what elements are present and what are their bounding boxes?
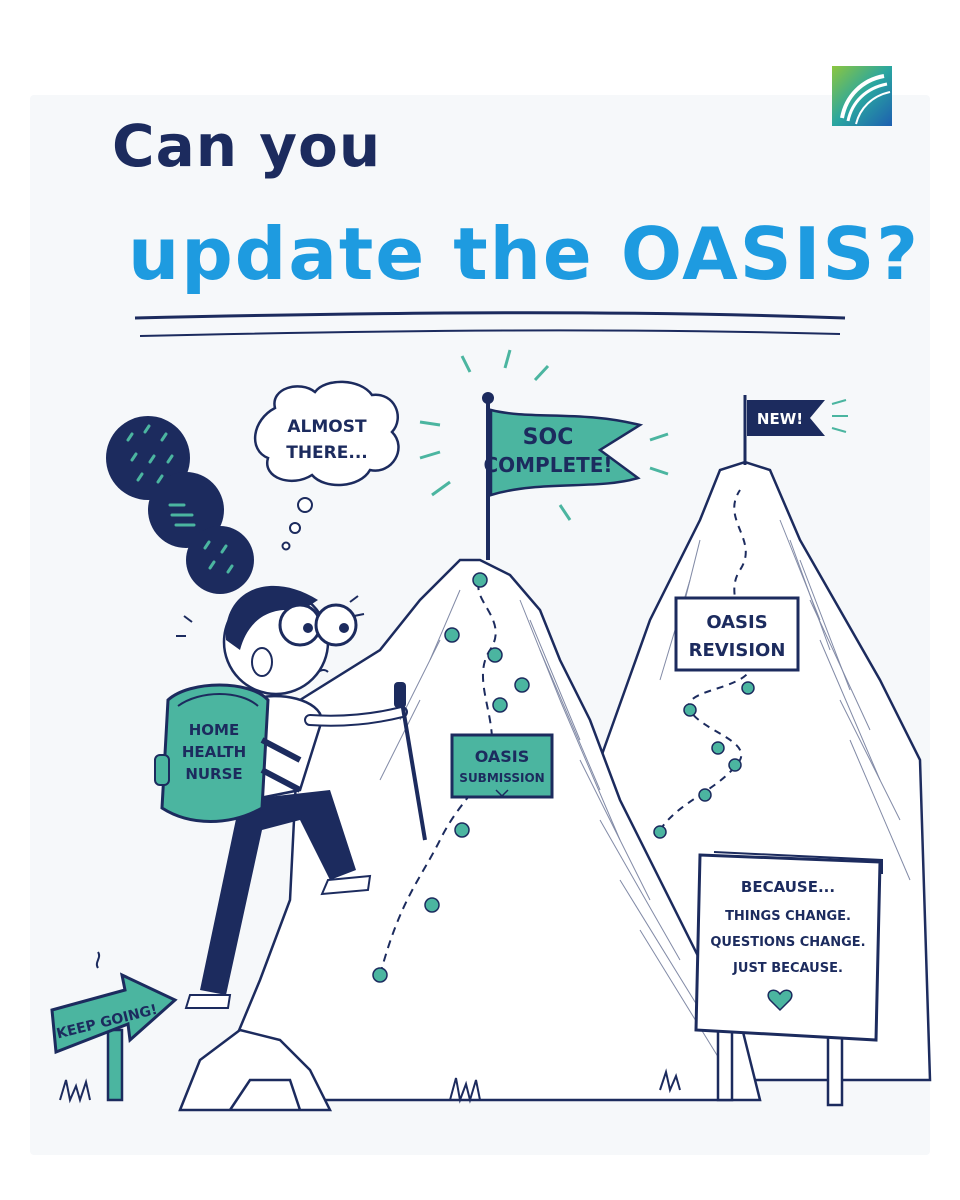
- because-line-4: JUST BECAUSE.: [732, 961, 843, 976]
- oasis-submission-line-1: OASIS: [475, 747, 530, 766]
- title-underline-bottom: [139, 329, 841, 337]
- thought-bubble-line-1: ALMOST: [287, 417, 367, 437]
- soc-mountain-hatching: [379, 589, 721, 1061]
- title-underline-top: [134, 311, 846, 320]
- backpack-line-3: NURSE: [185, 765, 242, 783]
- backpack-line-2: HEALTH: [182, 743, 246, 761]
- brand-logo-icon: [832, 66, 892, 126]
- summit-flag-line-2: COMPLETE!: [483, 453, 612, 477]
- nurse-head: [176, 585, 365, 696]
- summit-sparkle-lines: [419, 349, 669, 521]
- oasis-revision-sign: [674, 596, 800, 672]
- hair-buns: [106, 416, 254, 594]
- thought-bubble: [253, 380, 400, 487]
- thought-bubble-dot-3: [281, 541, 291, 551]
- chevron-down-icon: [495, 789, 509, 798]
- summit-flag-icon: [489, 408, 644, 497]
- title-line-1: Can you: [112, 112, 382, 180]
- oasis-revision-line-1: OASIS: [706, 612, 767, 633]
- thought-bubble-dot-1: [297, 497, 313, 513]
- because-line-2: THINGS CHANGE.: [725, 909, 851, 924]
- revision-trail-markers: [653, 681, 755, 839]
- foreground-rocks: [178, 1028, 333, 1112]
- new-flag-icon: [747, 400, 825, 436]
- backpack: [154, 683, 302, 823]
- grass-middle: [449, 1077, 481, 1104]
- oasis-submission-line-2: SUBMISSION: [459, 771, 544, 785]
- soc-trail-markers: [372, 572, 530, 983]
- title-line-2: update the OASIS?: [128, 212, 921, 296]
- because-line-1: BECAUSE...: [741, 878, 835, 896]
- arrow-sign-icon: [50, 951, 178, 1102]
- summit-flag-line-1: SOC: [523, 425, 574, 450]
- thought-bubble-dot-2: [289, 522, 301, 534]
- because-line-3: QUESTIONS CHANGE.: [710, 935, 865, 950]
- because-sign: [694, 851, 883, 1107]
- grass-left: [59, 1078, 91, 1104]
- backpack-line-1: HOME: [189, 721, 239, 739]
- new-flag-label: NEW!: [757, 410, 803, 428]
- hiking-pole-icon: [394, 682, 427, 841]
- oasis-revision-line-2: REVISION: [689, 640, 786, 661]
- grass-right: [659, 1068, 681, 1094]
- summit-flag-pole-cap: [482, 392, 494, 404]
- revision-mountain-hatching: [659, 519, 911, 881]
- thought-bubble-line-2: THERE...: [286, 443, 368, 463]
- heart-icon: [767, 989, 793, 1012]
- new-flag-sparkles: [831, 399, 848, 433]
- oasis-submission-sign: [450, 733, 554, 799]
